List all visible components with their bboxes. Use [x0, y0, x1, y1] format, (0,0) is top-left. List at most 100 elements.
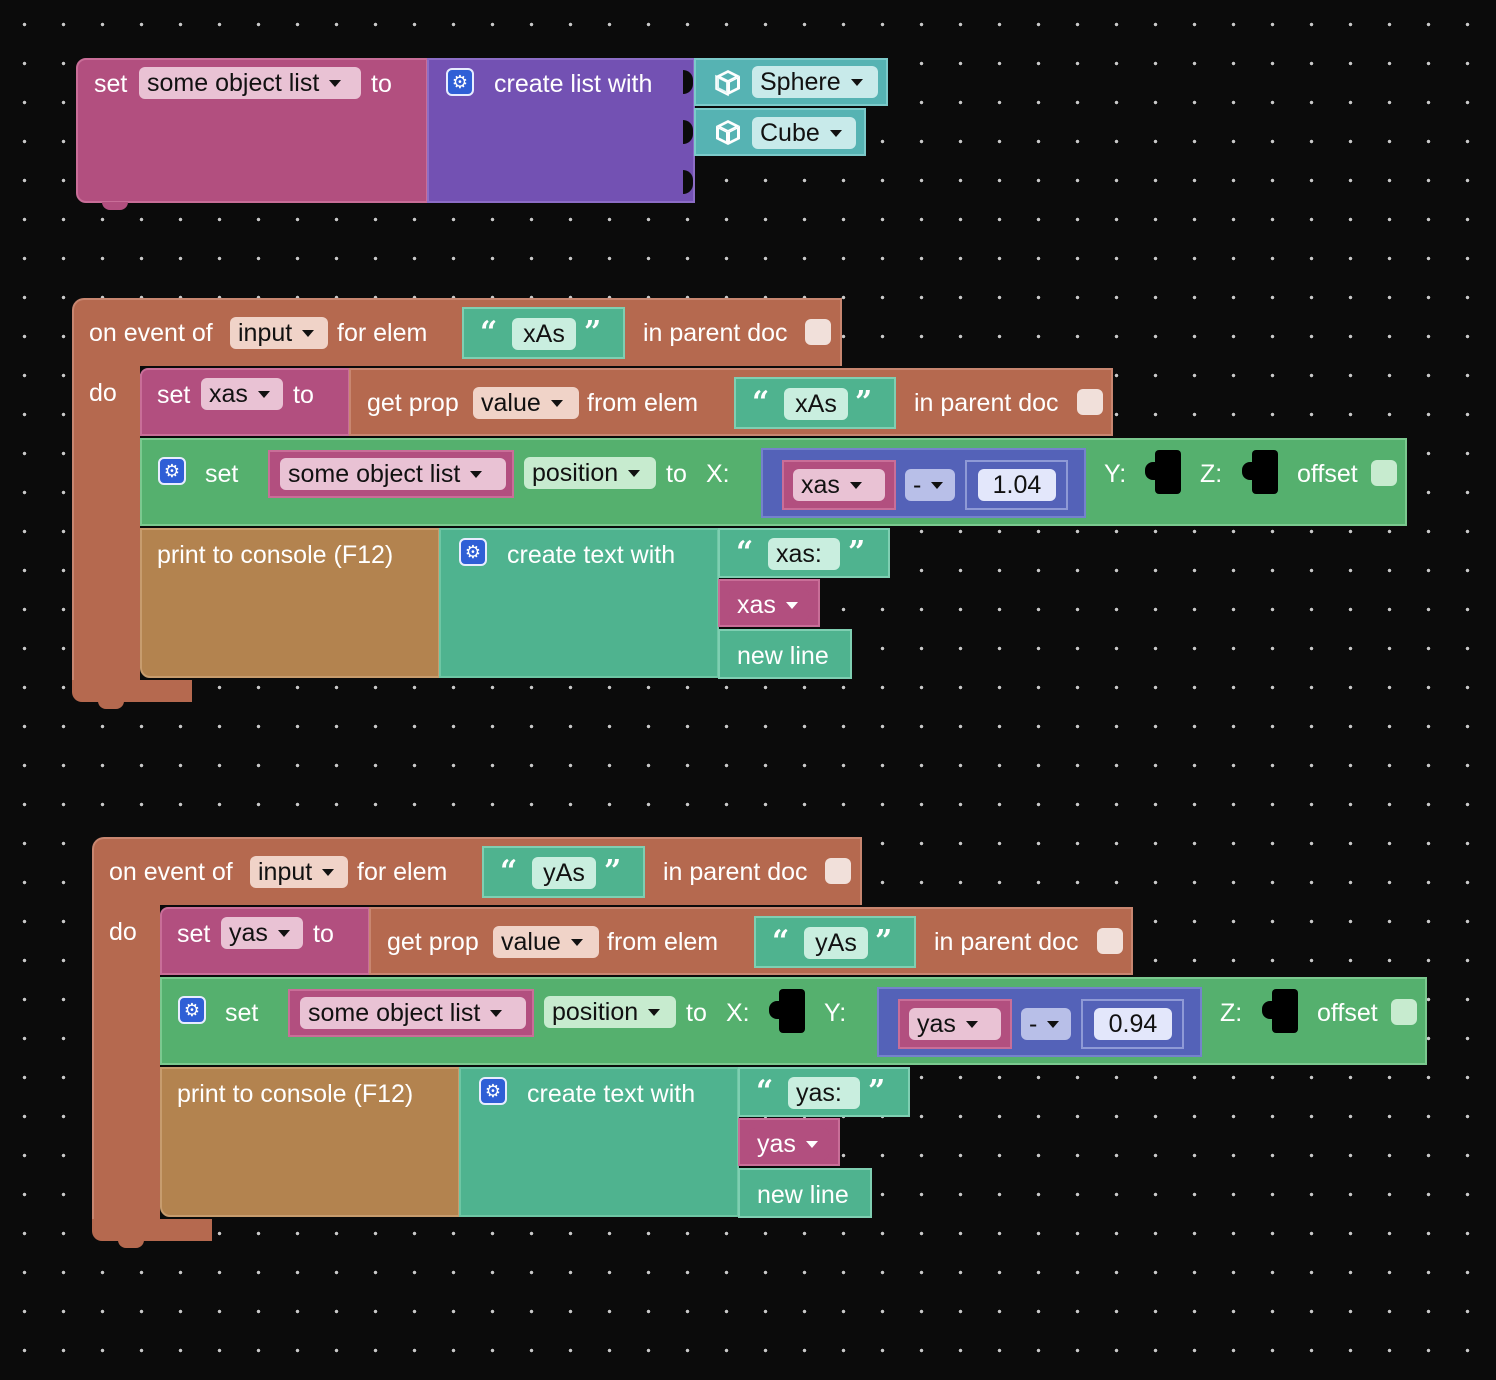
input-socket: [683, 170, 693, 194]
text-variable: yas: [757, 1130, 796, 1158]
elem-id: yAs: [543, 859, 585, 887]
z-label: Z:: [1220, 999, 1243, 1027]
new-line-block[interactable]: [718, 629, 852, 679]
input-socket: [683, 70, 693, 94]
number-field[interactable]: 0.94: [1094, 1008, 1172, 1040]
offset-checkbox[interactable]: [1371, 460, 1397, 486]
text-variable: xas: [737, 591, 776, 619]
gear-icon[interactable]: ⚙: [479, 1077, 507, 1105]
property-name: position: [552, 998, 639, 1026]
print-block[interactable]: [140, 528, 440, 678]
event-block-footer: [72, 680, 192, 702]
open-quote-icon: “: [480, 315, 498, 350]
parent-doc-checkbox[interactable]: [1097, 928, 1123, 954]
variable-name: yas: [229, 919, 268, 947]
empty-input-slot[interactable]: [1145, 450, 1181, 494]
shape-dropdown[interactable]: Cube: [752, 117, 856, 149]
variable-dropdown[interactable]: some object list: [139, 67, 361, 99]
text-field[interactable]: xas:: [768, 538, 840, 570]
gear-icon[interactable]: ⚙: [459, 538, 487, 566]
to-label: to: [371, 70, 392, 98]
do-label: do: [109, 918, 137, 946]
event-block-frame[interactable]: [92, 837, 862, 905]
text-field[interactable]: yas:: [788, 1077, 860, 1109]
elem-id: xAs: [795, 390, 837, 418]
prop-dropdown[interactable]: value: [493, 926, 599, 958]
text-field[interactable]: xAs: [784, 388, 848, 420]
set-label: set: [225, 999, 259, 1027]
list-variable-dropdown[interactable]: some object list: [300, 997, 526, 1029]
shape-name: Cube: [760, 119, 820, 147]
open-quote-icon: “: [756, 1074, 774, 1109]
close-quote-icon: ”: [584, 315, 602, 350]
to-label: to: [293, 381, 314, 409]
text-field[interactable]: yAs: [532, 857, 596, 889]
shape-name: Sphere: [760, 68, 841, 96]
get-prop-label: get prop: [387, 928, 479, 956]
from-elem-label: from elem: [607, 928, 719, 956]
parent-doc-checkbox[interactable]: [805, 319, 831, 345]
shape-dropdown[interactable]: Sphere: [752, 66, 878, 98]
block-tab: [98, 701, 124, 709]
on-event-label: on event of: [109, 858, 233, 886]
event-block-footer: [92, 1219, 212, 1241]
on-event-label: on event of: [89, 319, 213, 347]
to-label: to: [686, 999, 707, 1027]
text-value: xas:: [776, 540, 822, 568]
new-line-block[interactable]: [738, 1168, 872, 1218]
offset-checkbox[interactable]: [1391, 999, 1417, 1025]
close-quote-icon: ”: [855, 385, 873, 420]
event-block-spine: [92, 903, 160, 1239]
operator-dropdown[interactable]: -: [1021, 1008, 1071, 1040]
block-tab: [102, 202, 128, 210]
list-variable-dropdown[interactable]: some object list: [280, 458, 506, 490]
event-block-frame[interactable]: [72, 298, 842, 366]
text-variable-dropdown[interactable]: yas: [749, 1128, 829, 1160]
event-type: input: [258, 858, 313, 886]
to-label: to: [666, 460, 687, 488]
variable-dropdown[interactable]: xas: [201, 378, 283, 410]
operator-dropdown[interactable]: -: [905, 469, 955, 501]
input-socket: [683, 120, 693, 144]
operator: -: [1029, 1010, 1038, 1038]
event-type-dropdown[interactable]: input: [250, 856, 348, 888]
print-label: print to console (F12): [177, 1080, 414, 1108]
close-quote-icon: ”: [604, 854, 622, 889]
print-label: print to console (F12): [157, 541, 394, 569]
number-field[interactable]: 1.04: [978, 469, 1056, 501]
in-parent-doc-label: in parent doc: [934, 928, 1079, 956]
prop-dropdown[interactable]: value: [473, 387, 579, 419]
list-name: some object list: [288, 460, 461, 488]
variable-dropdown[interactable]: yas: [221, 917, 303, 949]
math-variable-dropdown[interactable]: xas: [793, 469, 885, 501]
print-block[interactable]: [160, 1067, 460, 1217]
math-variable: xas: [801, 471, 840, 499]
event-type-dropdown[interactable]: input: [230, 317, 328, 349]
x-label: X:: [706, 460, 730, 488]
z-label: Z:: [1200, 460, 1223, 488]
in-parent-doc-label: in parent doc: [663, 858, 808, 886]
elem-id: yAs: [815, 929, 857, 957]
property-dropdown[interactable]: position: [544, 996, 676, 1028]
offset-label: offset: [1297, 460, 1358, 488]
open-quote-icon: “: [500, 854, 518, 889]
empty-input-slot[interactable]: [1262, 989, 1298, 1033]
text-field[interactable]: xAs: [512, 318, 576, 350]
create-text-label: create text with: [527, 1080, 696, 1108]
offset-label: offset: [1317, 999, 1378, 1027]
new-line-label: new line: [757, 1181, 849, 1209]
empty-input-slot[interactable]: [1242, 450, 1278, 494]
text-field[interactable]: yAs: [804, 927, 868, 959]
property-dropdown[interactable]: position: [524, 457, 656, 489]
gear-icon[interactable]: ⚙: [158, 457, 186, 485]
parent-doc-checkbox[interactable]: [825, 858, 851, 884]
gear-icon[interactable]: ⚙: [446, 68, 474, 96]
empty-input-slot[interactable]: [769, 989, 805, 1033]
gear-icon[interactable]: ⚙: [178, 996, 206, 1024]
parent-doc-checkbox[interactable]: [1077, 389, 1103, 415]
text-variable-dropdown[interactable]: xas: [729, 589, 809, 621]
variable-name: some object list: [147, 69, 320, 97]
math-variable-dropdown[interactable]: yas: [909, 1008, 1001, 1040]
y-label: Y:: [824, 999, 847, 1027]
text-block[interactable]: [734, 377, 896, 429]
